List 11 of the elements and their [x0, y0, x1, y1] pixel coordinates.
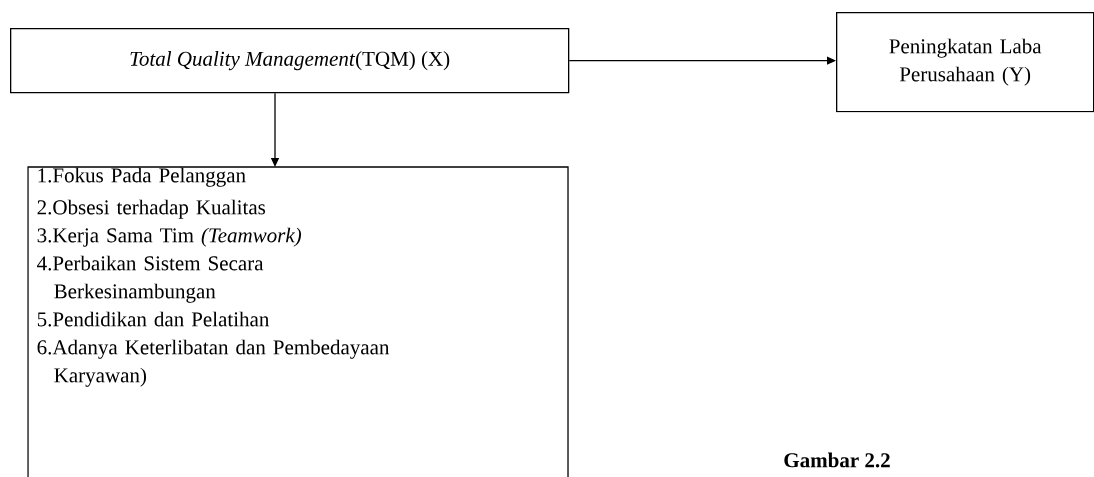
list-box	[27, 166, 569, 477]
concept-box: Total Quality Management(TQM) (X)	[10, 28, 570, 94]
list-item: 3.Kerja Sama Tim (Teamwork)	[37, 227, 302, 247]
concept-box: Peningkatan Laba Perusahaan (Y)	[836, 12, 1094, 113]
figure-caption: Gambar 2.2	[784, 452, 890, 468]
list-item: 5.Pendidikan dan Pelatihan	[37, 311, 270, 327]
list-item: 4.Perbaikan Sistem Secara Berkesinambungan	[37, 255, 264, 303]
list-item: 2.Obsesi terhadap Kualitas	[37, 199, 266, 219]
list-item: 6.Adanya Keterlibatan dan Pembedayaan Karyawan)	[37, 339, 390, 387]
arrow	[568, 56, 836, 65]
list-item: 1.Fokus Pada Pelanggan	[38, 167, 246, 187]
